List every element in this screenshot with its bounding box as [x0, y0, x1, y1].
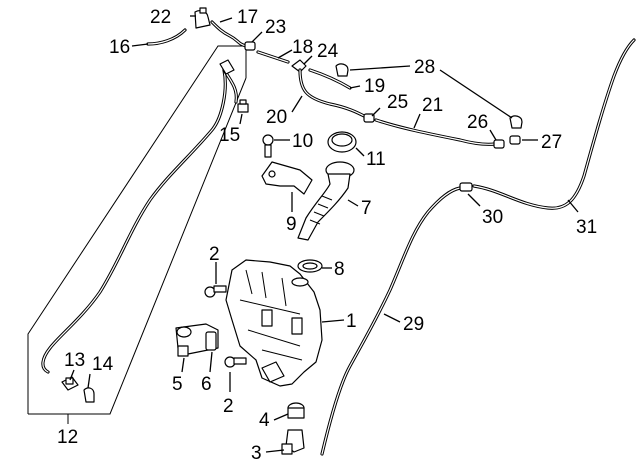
callout-15: 15 — [219, 125, 240, 146]
leader-lines — [69, 15, 579, 453]
hose-29 — [320, 186, 462, 456]
hose-16 — [146, 28, 187, 46]
connector-13 — [61, 376, 79, 391]
connector-23 — [244, 41, 256, 51]
connector-22 — [194, 7, 211, 29]
callout-6: 6 — [201, 374, 212, 395]
callout-9: 9 — [286, 214, 297, 235]
grommet-4 — [287, 402, 305, 419]
connector-24 — [291, 59, 307, 73]
callout-16: 16 — [109, 37, 130, 58]
callout-29: 29 — [403, 314, 424, 335]
bracket-9 — [261, 161, 313, 195]
callout-1: 1 — [346, 311, 357, 332]
callout-18: 18 — [292, 37, 313, 58]
callout-28: 28 — [414, 57, 435, 78]
grommet-8 — [297, 259, 323, 273]
bolt-10 — [262, 134, 274, 158]
callouts: 1 2 2 3 4 5 6 7 8 9 10 11 12 13 14 15 16… — [57, 7, 597, 464]
hose-12 — [41, 59, 238, 374]
callout-13: 13 — [64, 350, 85, 371]
callout-23: 23 — [265, 17, 286, 38]
callout-5: 5 — [172, 374, 183, 395]
callout-8: 8 — [334, 259, 345, 280]
filler-neck-7 — [297, 161, 355, 241]
callout-30: 30 — [482, 207, 503, 228]
callout-31: 31 — [576, 217, 597, 238]
connector-26 — [493, 139, 505, 149]
callout-2-lower: 2 — [223, 396, 234, 417]
hose-20 — [298, 68, 370, 120]
cap-11 — [327, 131, 357, 153]
connector-14 — [83, 387, 95, 403]
callout-4: 4 — [259, 410, 270, 431]
hose-17 — [210, 20, 248, 48]
callout-10: 10 — [292, 131, 313, 152]
bolt-2-upper — [204, 285, 227, 298]
callout-20: 20 — [266, 107, 287, 128]
callout-17: 17 — [237, 7, 258, 28]
callout-14: 14 — [92, 354, 114, 375]
hose-18 — [256, 50, 290, 64]
reservoir-1 — [225, 259, 323, 387]
callout-19: 19 — [364, 76, 385, 97]
callout-7: 7 — [361, 198, 372, 219]
connector-28a — [335, 63, 349, 77]
callout-11: 11 — [366, 149, 386, 170]
callout-22: 22 — [150, 7, 171, 28]
callout-12: 12 — [57, 427, 78, 448]
hose-21 — [374, 118, 497, 146]
callout-2-upper: 2 — [209, 244, 220, 265]
connector-15 — [237, 99, 249, 113]
callout-24: 24 — [317, 41, 339, 62]
callout-3: 3 — [251, 443, 262, 464]
grommet-6 — [205, 331, 217, 351]
hose-19 — [308, 68, 352, 90]
bolt-2-lower — [224, 356, 247, 368]
sensor-3 — [281, 429, 305, 455]
hose-assembly-frame — [27, 45, 247, 424]
callout-26: 26 — [467, 112, 488, 133]
callout-21: 21 — [422, 95, 443, 116]
connector-28b — [509, 115, 523, 129]
connector-25 — [363, 113, 375, 123]
hose-31 — [472, 38, 636, 210]
connector-27 — [509, 135, 521, 145]
connector-30 — [459, 182, 473, 192]
callout-25: 25 — [387, 92, 408, 113]
callout-27: 27 — [541, 132, 562, 153]
